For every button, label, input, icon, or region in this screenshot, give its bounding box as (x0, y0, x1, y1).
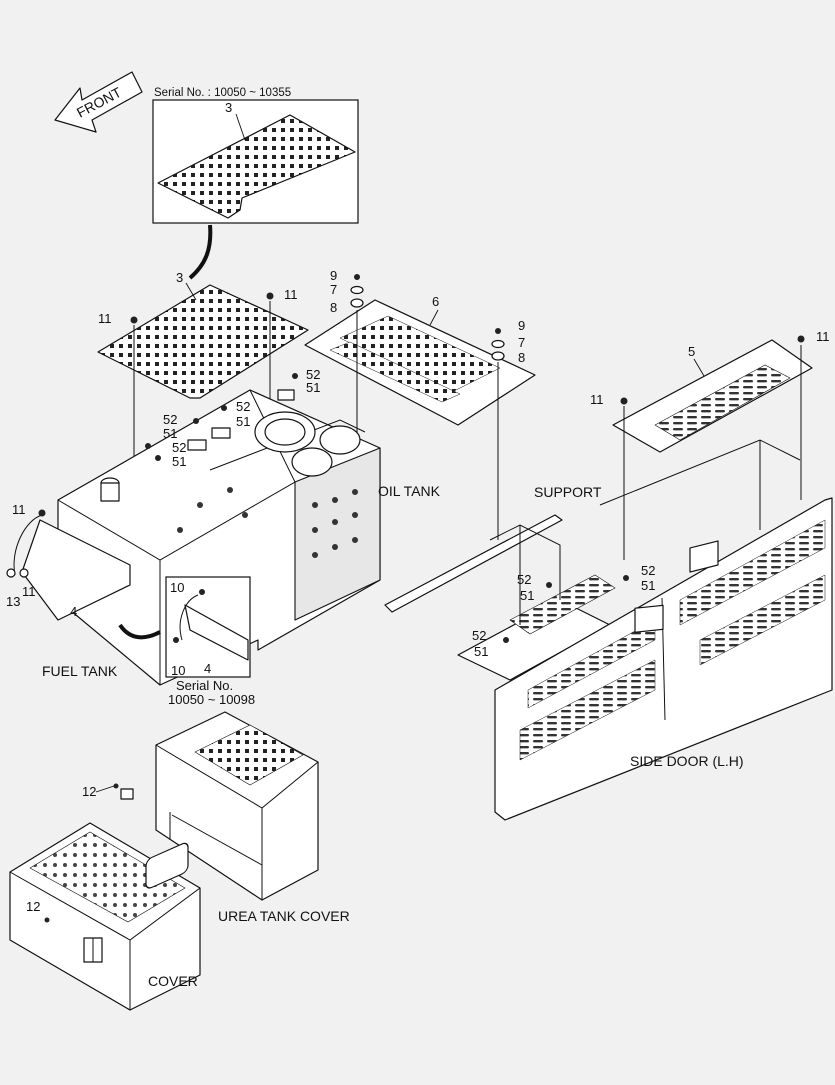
callout-7-right: 7 (518, 335, 525, 350)
callout-7-top: 7 (330, 282, 337, 297)
callout-10-inset-bottom: 10 (171, 663, 185, 678)
callout-13: 13 (6, 594, 20, 609)
inset-serial-top: Serial No. : 10050 ~ 10355 3 (152, 87, 359, 280)
callout-51-a: 51 (306, 380, 320, 395)
callout-52-d: 52 (172, 440, 186, 455)
serial-bottom-line1: Serial No. (176, 678, 233, 693)
callout-8-right: 8 (518, 350, 525, 365)
cover: 12 (9, 822, 201, 1011)
callout-12-top: 12 (82, 784, 96, 799)
callout-12-bottom: 12 (26, 899, 40, 914)
callout-9-top: 9 (330, 268, 337, 283)
callout-5: 5 (688, 344, 695, 359)
callout-4-main: 4 (70, 604, 77, 619)
plate-3: 3 11 11 (97, 270, 309, 520)
callout-51-d: 51 (172, 454, 186, 469)
tank-assembly (57, 389, 381, 686)
serial-top-label: Serial No. : 10050 ~ 10355 (154, 87, 291, 99)
callout-4-inset: 4 (204, 661, 211, 676)
callout-11-fuel-top: 11 (12, 502, 26, 517)
label-fuel-tank: FUEL TANK (42, 663, 118, 679)
callout-52-support-low: 52 (472, 628, 486, 643)
support-frame: 52 51 52 51 52 51 (384, 439, 801, 681)
label-cover: COVER (148, 973, 198, 989)
front-arrow: FRONT (54, 71, 143, 133)
callout-51-support-low: 51 (474, 644, 488, 659)
callout-52-c: 52 (163, 412, 177, 427)
callout-3-inset: 3 (225, 100, 232, 115)
plate-5: 5 11 11 (590, 329, 830, 560)
urea-tank-cover: 12 (82, 711, 319, 901)
callout-9-right: 9 (518, 318, 525, 333)
label-urea-tank-cover: UREA TANK COVER (218, 908, 350, 924)
fuel-cover-4: 11 13 11 4 (6, 502, 161, 640)
callout-51-c: 51 (163, 426, 177, 441)
label-side-door: SIDE DOOR (L.H) (630, 753, 744, 769)
callout-3-main: 3 (176, 270, 183, 285)
side-door (494, 497, 833, 821)
callout-11-door-left: 11 (590, 392, 604, 407)
callout-6: 6 (432, 294, 439, 309)
label-oil-tank: OIL TANK (378, 483, 441, 499)
callout-11-door-right: 11 (816, 329, 830, 344)
callout-11-plate-right: 11 (284, 287, 298, 302)
callout-52-support-right: 52 (641, 563, 655, 578)
callout-52-b: 52 (236, 399, 250, 414)
serial-bottom-line2: 10050 ~ 10098 (168, 692, 255, 707)
callout-52-support-mid: 52 (517, 572, 531, 587)
plate-6: 6 9 7 8 9 7 8 (304, 268, 536, 540)
tank-fasteners: 52 51 52 51 52 51 52 51 (145, 367, 320, 469)
callout-11-fuel-bottom: 11 (22, 584, 36, 599)
callout-52-a: 52 (306, 367, 320, 382)
label-support: SUPPORT (534, 484, 602, 500)
callout-11-plate-left: 11 (98, 311, 112, 326)
callout-51-support-mid: 51 (520, 588, 534, 603)
callout-51-b: 51 (236, 414, 250, 429)
callout-51-support-right: 51 (641, 578, 655, 593)
callout-8-top: 8 (330, 300, 337, 315)
callout-10-inset-top: 10 (170, 580, 184, 595)
inset-fuel-serial: 10 10 4 Serial No. 10050 ~ 10098 (165, 576, 255, 707)
